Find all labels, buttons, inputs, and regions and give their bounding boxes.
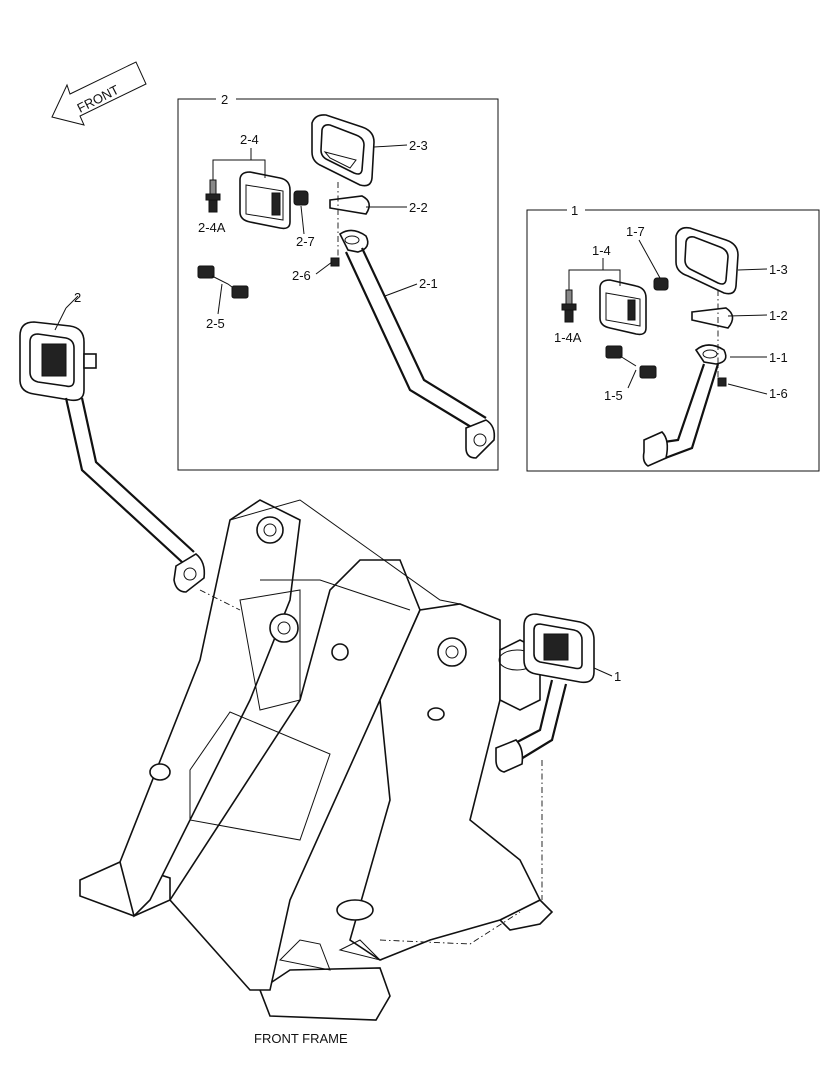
lamp-guard-1-3 [675,226,739,295]
label-2-2: 2-2 [409,200,428,215]
detail-box-2-label: 2 [221,92,228,107]
callouts-box-2: 2-4 2-4A 2-3 2-2 2-7 2-6 2-1 2-5 [198,132,438,331]
label-2-7: 2-7 [296,234,315,249]
label-2-6: 2-6 [292,268,311,283]
callouts-box-1: 1-7 1-4 1-4A 1-3 1-2 1-1 1-5 1-6 [554,224,788,403]
label-1-1: 1-1 [769,350,788,365]
label-assembly-1: 1 [614,669,621,684]
step-arm-1-1 [642,344,727,467]
label-1-4: 1-4 [592,243,611,258]
bulb-1-4A [561,289,577,323]
label-2-4A: 2-4A [198,220,226,235]
label-1-3: 1-3 [769,262,788,277]
label-assembly-2: 2 [74,290,81,305]
label-1-6: 1-6 [769,386,788,401]
label-1-7: 1-7 [626,224,645,239]
label-1-2: 1-2 [769,308,788,323]
detail-box-1: 1 1 [526,202,820,472]
bulb-2-4A [205,179,221,213]
front-arrow-icon: FRONT [51,61,147,126]
connector-1-7 [653,277,669,291]
work-lamp-2-4 [239,171,291,230]
lamp-guard-2-3 [311,114,375,187]
detail-box-1-label: 1 [571,203,578,218]
label-2-3: 2-3 [409,138,428,153]
label-1-5: 1-5 [604,388,623,403]
bolt-2-6 [330,257,340,267]
connector-2-7 [293,190,309,206]
right-step-assembly: 1 [495,613,621,773]
work-lamp-1-4 [599,279,647,336]
step-arm-2-1 [338,229,496,459]
bracket-plate-1-2 [691,307,734,329]
left-step-assembly: 2 [19,290,206,593]
front-frame [79,499,554,1021]
label-2-4: 2-4 [240,132,259,147]
harness-2-5 [197,265,249,299]
harness-1-5 [605,345,657,379]
label-2-1: 2-1 [419,276,438,291]
label-2-5: 2-5 [206,316,225,331]
detail-box-2: 2 [177,91,499,471]
bracket-plate-2-2 [329,195,370,215]
front-label: FRONT [75,82,122,116]
figure-caption: FRONT FRAME [254,1031,348,1046]
label-1-4A: 1-4A [554,330,582,345]
